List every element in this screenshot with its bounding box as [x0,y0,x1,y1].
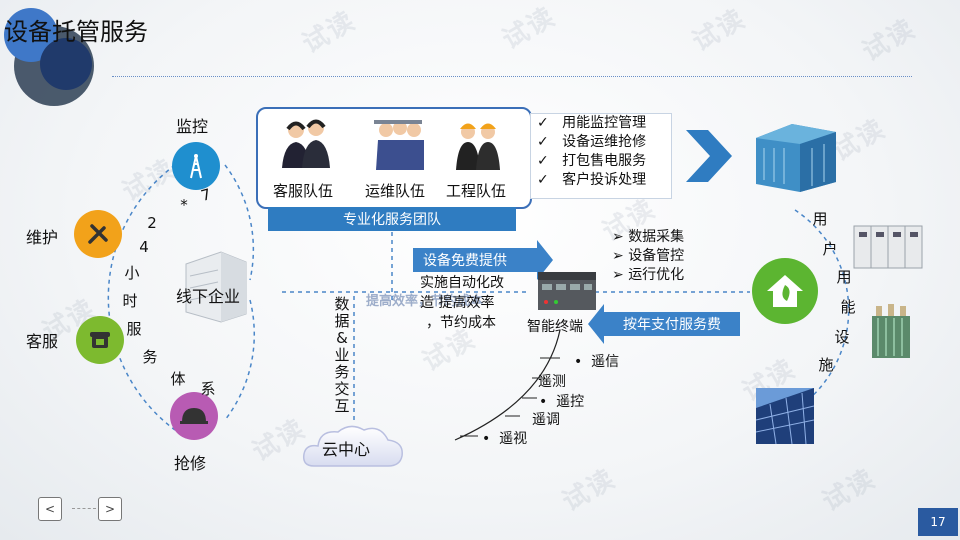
cloud-icon [302,425,403,467]
data-exchange-text: 数 据 & 业 务 交 互 [332,296,352,415]
building-icon [185,251,247,323]
service-hours-char: 时 [122,292,138,310]
user-facilities-char: 能 [840,298,856,316]
divider [112,76,912,77]
switch-cabinet-icon [853,225,923,269]
monitoring-label: 监控 [176,117,209,136]
service-hours-char: 2 [147,214,157,232]
service-hours-char: 小 [124,264,140,282]
data-exchange-char: 业 [334,346,350,364]
service-item: ✓ 打包售电服务 [537,153,647,169]
service-list: ✓ 用能监控管理 ✓ 设备运维抢修 ✓ 打包售电服务 ✓ 客户投诉处理 [530,113,672,199]
logo-circle [40,38,92,90]
helmet-icon [170,392,218,440]
user-facilities-char: 施 [818,356,834,374]
overlay-text: 提高效率，节约成本 [366,294,484,309]
chevron-right-icon [686,130,732,182]
customer-service-label: 客服 [26,332,59,351]
substation-icon [756,124,836,192]
remote-function: 遥调 [532,412,560,428]
service-hours-char: 4 [139,238,149,256]
offline-enterprise-label: 线下企业 [176,287,241,306]
service-hours-char: 系 [200,380,216,398]
data-function-item: ➢ 数据采集 [612,229,685,245]
arrow-right-icon [537,240,553,280]
data-exchange-char: 据 [334,312,350,330]
tools-icon [74,210,122,258]
data-exchange-char: 务 [334,363,350,381]
data-exchange-char: 数 [334,295,350,313]
next-button[interactable]: > [98,497,122,521]
maintenance-team-icon [374,120,424,170]
remote-function-text: 遥信 [591,354,620,370]
user-facilities-char: 用 [836,268,852,286]
team-label: 工程队伍 [446,182,507,200]
solar-panel-icon [756,388,814,444]
previous-button[interactable]: < [38,497,62,521]
automation-text: ，节约成本 [426,315,496,331]
data-exchange-char: 互 [334,397,350,415]
team-banner: 专业化服务团队 [268,207,516,231]
data-exchange-char: 交 [334,380,350,398]
service-item: ✓ 客户投诉处理 [537,172,647,188]
page-number: 17 [918,508,958,536]
user-facilities-char: 户 [822,240,838,258]
transformer-icon [872,304,910,358]
annual-fee-banner: 按年支付服务费 [604,312,740,336]
service-hours-char: 体 [170,370,186,388]
engineering-team-icon [456,123,500,170]
team-label: 运维队伍 [365,182,426,200]
energy-home-icon [752,258,818,324]
remote-function: • 遥视 [482,431,528,447]
team-label: 客服队伍 [273,182,334,200]
data-function-text: 数据采集 [628,229,685,245]
data-function-list: ➢ 数据采集 ➢ 设备管控 ➢ 运行优化 [612,228,684,285]
data-exchange-char: & [336,329,348,347]
service-item-text: 客户投诉处理 [562,172,647,188]
data-function-text: 设备管控 [628,248,685,264]
free-equipment-banner: 设备免费提供 [413,248,537,272]
service-item-text: 打包售电服务 [562,153,647,169]
page-title: 设备托管服务 [4,18,148,46]
cloud-center-label: 云中心 [322,440,371,459]
service-hours-char: 服 [126,320,142,338]
service-item-text: 用能监控管理 [562,115,647,131]
maintenance-label: 维护 [26,228,59,247]
user-facilities-char: 设 [834,328,850,346]
service-hours-char: 务 [142,348,158,366]
remote-function: • 遥控 [539,394,585,410]
nav-divider [72,508,96,509]
customer-service-team-icon [282,119,330,168]
data-function-item: ➢ 运行优化 [612,267,685,283]
service-item: ✓ 设备运维抢修 [537,134,647,150]
service-hours-char: * [180,196,188,214]
automation-text: 实施自动化改 [420,275,504,291]
smart-terminal-icon [538,272,596,310]
remote-function-text: 遥视 [499,431,528,447]
arrow-left-icon [588,304,604,344]
smart-terminal-label: 智能终端 [527,319,583,335]
repair-label: 抢修 [174,454,207,473]
service-item: ✓ 用能监控管理 [537,115,647,131]
telephone-icon [76,316,124,364]
antenna-tower-icon [172,142,220,190]
user-facilities-char: 用 [812,210,828,228]
remote-function-text: 遥控 [556,394,585,410]
service-item-text: 设备运维抢修 [562,134,647,150]
remote-function: • 遥信 [574,354,620,370]
data-function-text: 运行优化 [628,267,685,283]
remote-function: 遥测 [538,374,566,390]
data-function-item: ➢ 设备管控 [612,248,685,264]
automation-text: 造 提高效率 [420,295,495,311]
